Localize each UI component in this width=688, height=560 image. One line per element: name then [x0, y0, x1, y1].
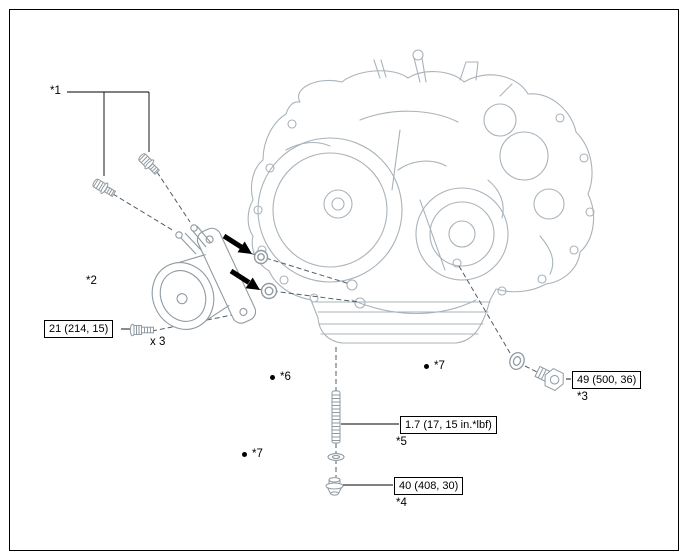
plug-gasket-icon: [509, 352, 525, 370]
torque-spec-drain-plug: 40 (408, 30): [394, 477, 464, 495]
transaxle-case-art: [247, 49, 595, 344]
callout-leader-lines: [67, 91, 571, 486]
drain-plug-icon: [325, 477, 344, 496]
part-label-5: *5: [396, 436, 407, 448]
callout-part-6: *6: [270, 371, 291, 384]
union-bolt-fitting-2: [138, 153, 160, 175]
bullet-dot-icon: [270, 375, 275, 381]
callout-part-7-bottom: *7: [242, 448, 263, 461]
part-label-2: *2: [86, 275, 97, 287]
stud-bolt-icon: [331, 390, 341, 444]
quantity-label: x 3: [150, 336, 166, 348]
bullet-dot-icon: [242, 452, 247, 458]
part-label-7-right: *7: [434, 360, 445, 372]
union-bolt-fitting-1: [92, 178, 117, 198]
cooler-bolt-icon: [129, 323, 154, 337]
torque-spec-stud-bolt: 1.7 (17, 15 in.*lbf): [400, 416, 497, 434]
torque-spec-cooler-bolt: 21 (214, 15): [44, 320, 114, 338]
refill-plug-icon: [534, 365, 564, 391]
assembly-arrow-2-icon: [229, 268, 260, 290]
assembly-arrow-1-icon: [222, 233, 252, 254]
callout-part-7-right: *7: [424, 360, 445, 373]
part-label-4: *4: [396, 497, 407, 509]
part-label-7-bottom: *7: [252, 448, 263, 460]
o-ring-2: [260, 282, 278, 300]
diagram-border-frame: [9, 9, 679, 551]
part-label-1: *1: [50, 85, 61, 97]
plug-washer-icon: [327, 453, 345, 461]
bullet-dot-icon: [424, 364, 429, 370]
oil-cooler-art: [151, 224, 257, 330]
o-ring-1: [253, 249, 269, 265]
part-label-6: *6: [280, 371, 291, 383]
part-label-3: *3: [577, 391, 588, 403]
torque-spec-refill-plug: 49 (500, 36): [572, 371, 642, 389]
